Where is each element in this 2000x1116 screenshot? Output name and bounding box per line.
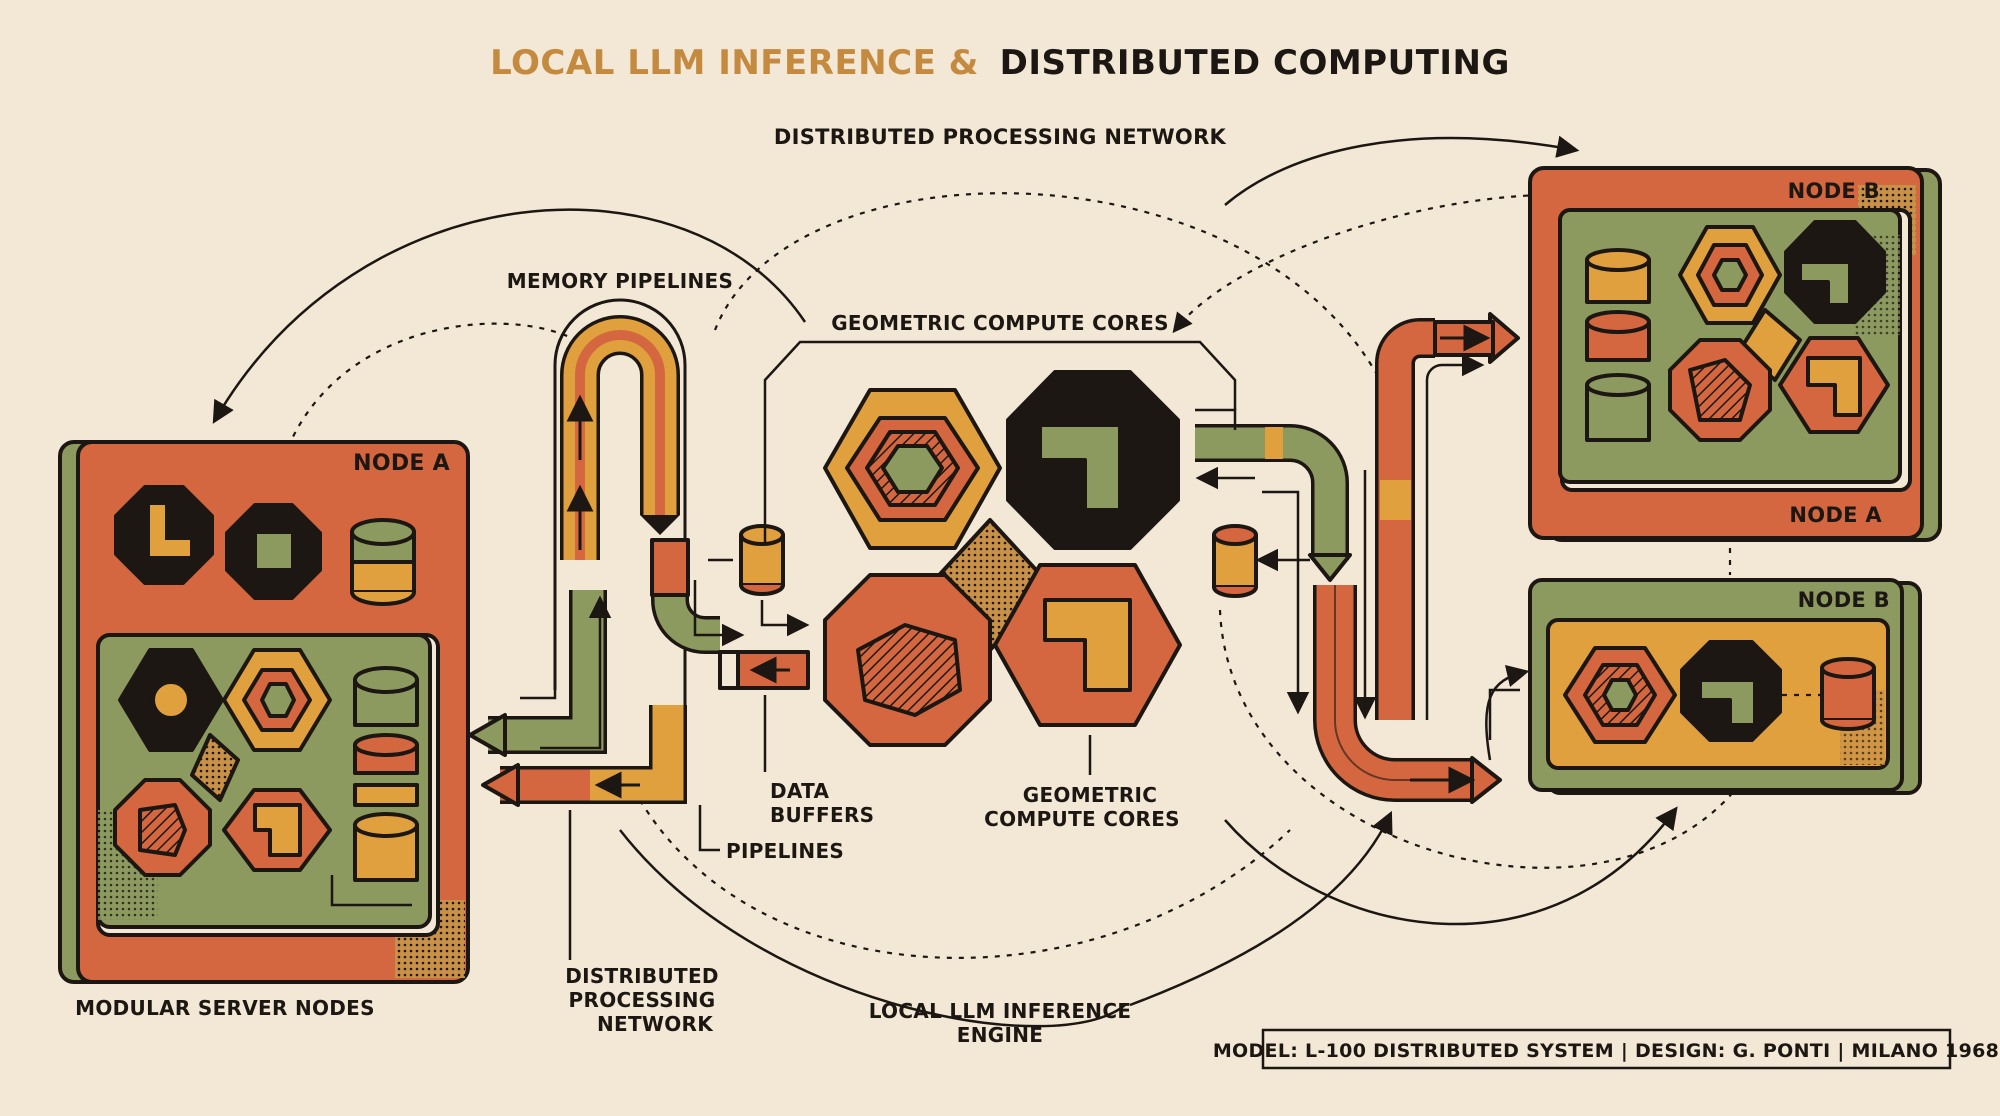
dashed-arc-right [1172, 193, 1541, 334]
node-a-diamond-link [190, 733, 240, 802]
arc-bottom-left [619, 829, 1126, 1028]
core-hatched-blob [856, 623, 962, 717]
arc-bottom-right [1224, 806, 1678, 926]
node-a-server: NODE A [58, 440, 470, 984]
node-b-hex-ring-core [1712, 258, 1748, 292]
credit-frame [1261, 1028, 1952, 1070]
credit-box: MODEL: L-100 DISTRIBUTED SYSTEM | DESIGN… [1213, 1028, 1999, 1070]
core-l-glyph [1038, 423, 1122, 512]
pipeline-down-arrow [640, 515, 680, 535]
node-b-cylinder-stack [1585, 248, 1651, 442]
arc-to-node-b-bottom [1485, 665, 1530, 761]
title-part-b: DISTRIBUTED COMPUTING [1000, 43, 1510, 83]
left-trace [520, 610, 557, 700]
node-b-top-label: NODE B [1788, 179, 1880, 203]
data-buffer-left [739, 524, 785, 596]
pipeline-u-core [575, 330, 665, 560]
node-a-hex-dot [151, 680, 191, 720]
node-b-step-glyph [1806, 356, 1862, 417]
core-hex-ring-center [881, 444, 944, 494]
data-buffers-label-2: BUFFERS [770, 803, 874, 827]
data-buffer-right [1212, 524, 1258, 598]
dashed-arc-bottom [639, 799, 1291, 959]
distributed-network-bottom-3: NETWORK [597, 1012, 714, 1036]
pipe-to-buffer-arrow [693, 580, 745, 647]
feed-pipe-orange-cap [650, 538, 690, 597]
distributed-network-top-label: DISTRIBUTED PROCESSING NETWORK [774, 125, 1227, 149]
node-a-cylinder-top [350, 518, 416, 606]
distributed-network-bottom-2: PROCESSING [569, 988, 716, 1012]
right-trace-2 [1488, 688, 1520, 740]
node-b2-cylinder [1820, 657, 1876, 731]
data-buffers-label-1: DATA [770, 779, 830, 803]
node-a-label: NODE A [353, 451, 450, 476]
geometric-cores-bottom-1: GEOMETRIC [1023, 783, 1158, 807]
left-trace-2 [540, 595, 612, 750]
right-green-pipe [1195, 427, 1346, 560]
node-a-step-glyph [253, 803, 302, 857]
node-a-hex-ring-core [260, 682, 296, 718]
memory-pipelines [468, 298, 810, 807]
distributed-network-bottom-1: DISTRIBUTED [565, 964, 719, 988]
geometric-cores-bottom-2: COMPUTE CORES [984, 807, 1180, 831]
cores-frame [763, 340, 1237, 545]
inference-engine-label-2: ENGINE [957, 1023, 1043, 1047]
node-a-inner-label: NODE A [1789, 503, 1882, 527]
modular-server-nodes-label: MODULAR SERVER NODES [75, 996, 375, 1020]
node-a-square-glyph [253, 530, 295, 572]
memory-pipelines-label: MEMORY PIPELINES [507, 269, 733, 293]
right-tall-pipe [1378, 321, 1435, 720]
pipeline-outer-border [553, 298, 687, 740]
node-b2-hex-core [1602, 678, 1638, 712]
node-b-server-bottom: NODE B [1528, 578, 1922, 795]
right-pipelines [1195, 312, 1520, 804]
pipelines-label: PIPELINES [726, 839, 844, 863]
node-b2-l-glyph [1698, 678, 1757, 727]
credit-text: MODEL: L-100 DISTRIBUTED SYSTEM | DESIGN… [1213, 1040, 1999, 1062]
buffer-to-core-arrow [760, 600, 810, 637]
lower-pipe-head [481, 763, 520, 807]
node-a-trace [330, 875, 412, 907]
geometric-cores-top-label: GEOMETRIC COMPUTE CORES [831, 311, 1169, 335]
inference-engine-label-1: LOCAL LLM INFERENCE [869, 999, 1132, 1023]
node-a-hatched-glyph [138, 803, 187, 857]
node-a-cylinder-stack [353, 666, 419, 882]
node-a-l-glyph [150, 505, 190, 556]
right-green-joint [1265, 427, 1283, 459]
pipeline-u-tube [563, 318, 677, 560]
buffer-pipe-joint [718, 650, 740, 690]
right-up-arrow [1425, 353, 1485, 720]
right-tall-joint [1380, 480, 1411, 520]
green-pipe [488, 590, 604, 751]
arc-bottom-mid [1129, 810, 1393, 1007]
node-b-l-glyph [1798, 260, 1852, 307]
node-b-bottom-label: NODE B [1798, 588, 1890, 612]
geometric-compute-cores [823, 370, 1182, 747]
arc-top-left [212, 208, 807, 424]
node-b-hatched-glyph [1688, 358, 1752, 422]
arc-top-right [1224, 135, 1580, 206]
right-bottom-pipe-stripe [1334, 585, 1475, 781]
dashed-arc-top [713, 192, 1381, 381]
node-b-server-top: NODE B NODE A [1528, 166, 1942, 542]
right-down-arrow-1 [1262, 490, 1310, 715]
right-bottom-head [1470, 756, 1502, 804]
title-part-a: LOCAL LLM INFERENCE & [490, 43, 979, 83]
cores-to-right-link [1195, 408, 1237, 430]
title: LOCAL LLM INFERENCE & DISTRIBUTED COMPUT… [490, 43, 1510, 83]
pipelines-leader [698, 805, 720, 852]
dashed-arc-bottom-right [1218, 609, 1736, 869]
right-green-head [1308, 553, 1352, 582]
green-pipe-head [468, 713, 507, 757]
